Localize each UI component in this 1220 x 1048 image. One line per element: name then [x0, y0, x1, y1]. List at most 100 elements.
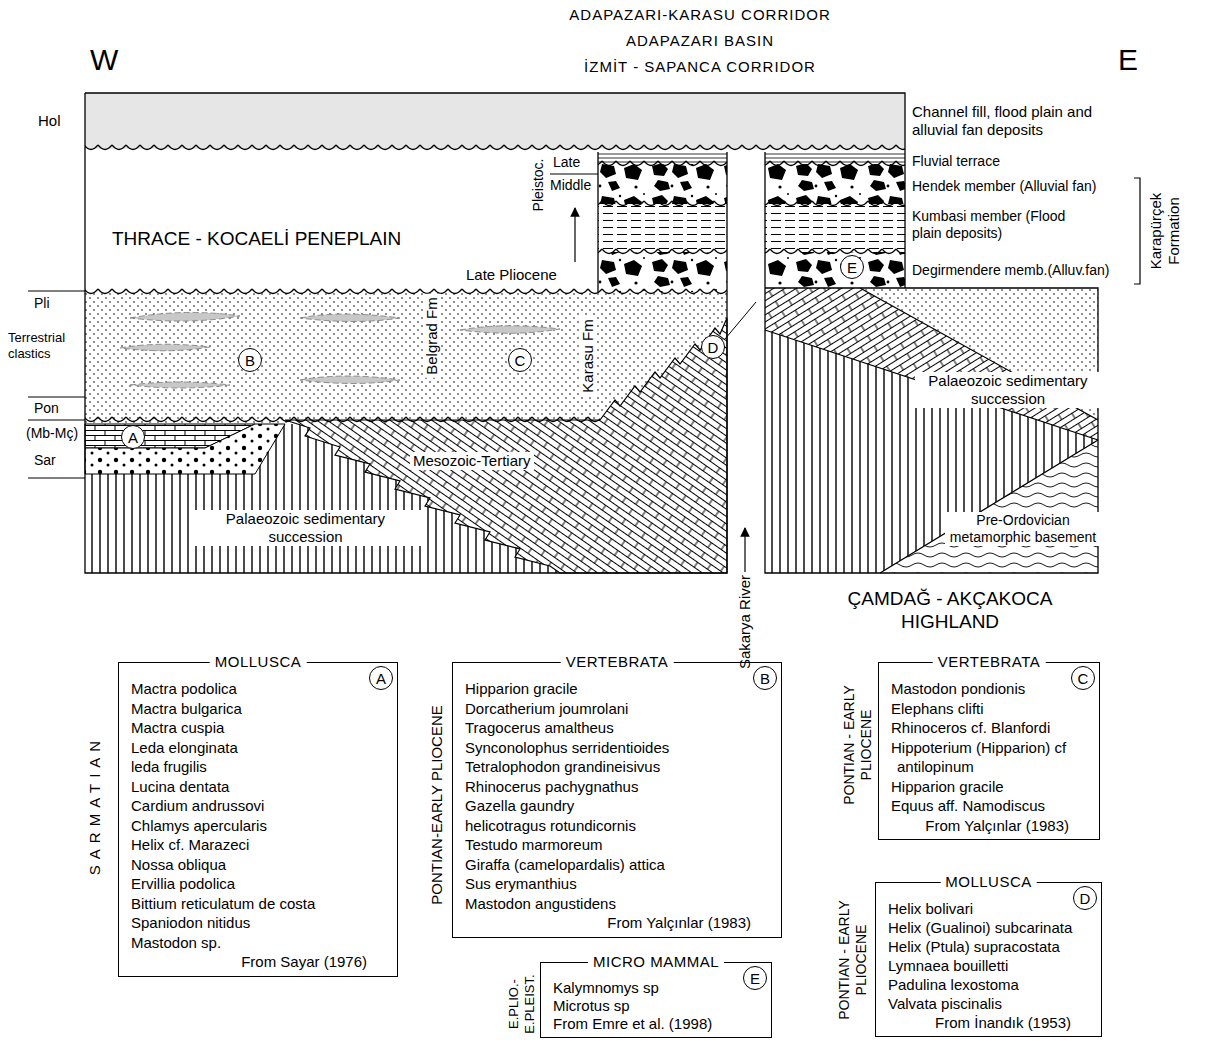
list-heading: MOLLUSCA [940, 873, 1037, 891]
taxon-name: Mastodon sp. [127, 933, 389, 953]
taxon-name: Hipparion gracile [461, 679, 773, 699]
section-label: E [1118, 42, 1138, 78]
section-label: Pleistoc. [530, 159, 547, 212]
leader-line [725, 302, 756, 339]
list-heading: VERTEBRATA [561, 653, 674, 671]
taxon-name: Testudo marmoreum [461, 835, 773, 855]
lens [300, 376, 400, 384]
section-label: THRACE - KOCAELİ PENEPLAIN [112, 228, 401, 251]
section-label: Karasu Fm [579, 316, 597, 395]
source-note: From Yalçınlar (1983) [887, 816, 1091, 836]
section-label: Degirmendere memb.(Alluv.fan) [912, 262, 1109, 279]
taxon-name: Helix (Gualinoi) subcarinata [884, 918, 1093, 937]
holocene-band [85, 93, 905, 149]
taxon-name: helicotragus rotundicornis [461, 816, 773, 836]
locality-circle: E [840, 255, 864, 279]
alluvial-fan [598, 252, 727, 292]
taxon-name: Cardium andrussovi [127, 796, 389, 816]
taxon-name: Padulina lexostoma [884, 975, 1093, 994]
sarmatian-conglomerate [85, 424, 285, 474]
taxon-name: Mactra podolica [127, 679, 389, 699]
list-heading: VERTEBRATA [933, 653, 1046, 671]
locality-circle: C [1071, 666, 1095, 690]
section-label: (Mb-Mç) [26, 425, 78, 442]
taxon-name: Mastodon pondionis [887, 679, 1091, 699]
alluvial-fan [765, 252, 905, 288]
taxon-name: Giraffa (camelopardalis) attica [461, 855, 773, 875]
taxon-name: Elephans clifti [887, 699, 1091, 719]
alluvial-fan [598, 164, 727, 204]
taxon-name: Kalymnomys sp [549, 979, 763, 997]
section-label: ADAPAZARI-KARASU CORRIDOR [569, 6, 830, 24]
taxon-name: Helix bolivari [884, 899, 1093, 918]
section-label: Middle [550, 177, 591, 194]
locality-circle: D [701, 335, 725, 359]
taxon-name: Dorcatherium joumrolani [461, 699, 773, 719]
lens [460, 326, 560, 334]
taxon-name: Helix (Ptula) supracostata [884, 937, 1093, 956]
unconformity [598, 160, 727, 168]
section-label: PONTIAN-EARLY PLIOCENE [428, 705, 446, 905]
section-label: Sakarya River [736, 575, 754, 669]
taxon-name: leda frugilis [127, 757, 389, 777]
circle-letter: B [760, 671, 770, 686]
taxon-name: Rhinoceros cf. Blanfordi [887, 718, 1091, 738]
section-label: Hol [38, 112, 61, 130]
circle-letter: E [847, 260, 857, 275]
taxon-name: Helix cf. Marazeci [127, 835, 389, 855]
taxon-name: Tetralophodon grandineisivus [461, 757, 773, 777]
taxon-name: Hippoterium (Hipparion) cf antilopinum [887, 738, 1091, 777]
taxon-name: Chlamys apercularis [127, 816, 389, 836]
unconformity [598, 248, 727, 256]
section-label: Pon [34, 400, 59, 417]
section-label: ÇAMDAĞ - AKÇAKOCA HIGHLAND [825, 588, 1075, 634]
circle-letter: D [1080, 891, 1091, 906]
section-label: W [90, 42, 118, 78]
source-note: From Yalçınlar (1983) [461, 913, 773, 933]
taxon-name: Mactra bulgarica [127, 699, 389, 719]
section-label: SARMATIAN [86, 735, 104, 875]
locality-circle: B [753, 666, 777, 690]
unconformity [765, 248, 905, 256]
section-label: PONTIAN - EARLY PLIOCENE [836, 895, 870, 1025]
source-note: From Sayar (1976) [127, 952, 389, 972]
taxon-name: Spaniodon nitidus [127, 913, 389, 933]
taxon-name: Tragocerus amaltheus [461, 718, 773, 738]
section-label: Channel fill, flood plain and alluvial f… [912, 103, 1137, 139]
taxon-name: Lymnaea bouilletti [884, 956, 1093, 975]
unconformity [85, 144, 905, 152]
circle-letter: A [376, 671, 386, 686]
section-label: Terrestrial clastics [8, 330, 84, 361]
section-label: Belgrad Fm [423, 294, 441, 378]
section-label: Hendek member (Alluvial fan) [912, 178, 1096, 195]
list-heading: MOLLUSCA [210, 653, 307, 671]
fossil-list-box: MOLLUSCAMactra podolicaMactra bulgaricaM… [118, 662, 398, 977]
taxon-name: Nossa obliqua [127, 855, 389, 875]
circle-letter: C [515, 353, 526, 368]
section-label: Fluvial terrace [912, 153, 1000, 170]
lens [130, 312, 240, 321]
tick-line [28, 291, 85, 478]
unconformity [85, 416, 600, 424]
alluvial-fan [765, 164, 905, 204]
lens [120, 344, 210, 351]
taxon-name: Synconolophus serridentioides [461, 738, 773, 758]
section-label: Karapürçek Formation [1147, 176, 1183, 286]
fossil-list-box: MICRO MAMMALKalymnomys spMicrotus spFrom… [540, 962, 772, 1038]
locality-circle: A [369, 666, 393, 690]
taxon-name: Lucina dentata [127, 777, 389, 797]
section-label: Palaeozoic sedimentary succession [190, 510, 421, 546]
section-label: PONTIAN - EARLY PLIOCENE [841, 680, 875, 810]
taxon-name: Mastodon angustidens [461, 894, 773, 914]
circle-letter: E [750, 971, 760, 986]
section-label: Pre-Ordovician metamorphic basement [945, 512, 1101, 546]
unconformity [85, 288, 727, 296]
unconformity [598, 200, 727, 208]
section-label: ADAPAZARI BASIN [626, 32, 774, 50]
lens [130, 382, 230, 388]
age-arrow [574, 208, 575, 262]
bracket [1134, 178, 1140, 284]
locality-circle: E [743, 966, 767, 990]
unconformity [765, 200, 905, 208]
section-label: Pli [34, 295, 50, 312]
